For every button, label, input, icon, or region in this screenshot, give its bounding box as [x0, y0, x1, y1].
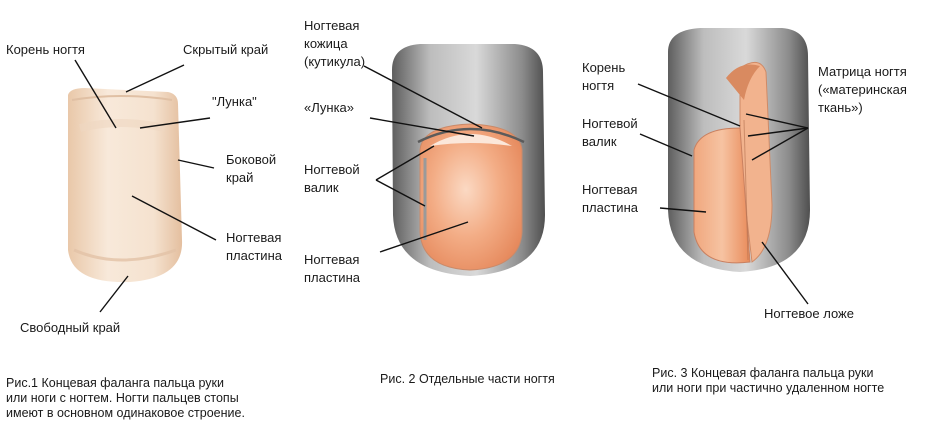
label-fig1-nail-plate-line2: пластина: [226, 248, 282, 263]
leader-fig1-nail-plate: [131, 195, 217, 241]
leader-fig3-nail-root: [637, 83, 741, 127]
figure1-finger: [68, 88, 183, 283]
label-fig2-nail-fold-line1: Ногтевой: [304, 162, 360, 177]
label-fig3-matrix-line3: ткань»): [818, 100, 863, 115]
leader-fig3-nail-fold: [639, 133, 693, 157]
leader-fig3-matrix-a: [745, 113, 809, 129]
label-fig1-nail-plate-line1: Ногтевая: [226, 230, 282, 245]
label-fig2-nail-plate-line2: пластина: [304, 270, 360, 285]
caption-fig1-line2: или ноги с ногтем. Ногти пальцев стопы: [6, 391, 239, 405]
leader-fig1-free-edge: [99, 275, 129, 313]
label-fig2-cuticle-line3: (кутикула): [304, 54, 366, 69]
leader-fig1-nail-root: [74, 59, 117, 129]
caption-fig2-line1: Рис. 2 Отдельные части ногтя: [380, 372, 555, 386]
label-fig1-nail-root: Корень ногтя: [6, 42, 85, 57]
figure3-finger: [668, 28, 810, 272]
label-fig3-nail-bed: Ногтевое ложе: [764, 306, 854, 321]
label-fig2-cuticle-line2: кожица: [304, 36, 348, 51]
label-fig3-nail-root-line1: Корень: [582, 60, 626, 75]
caption-fig3-line2: или ноги при частично удаленном ногте: [652, 381, 885, 395]
label-fig1-free-edge: Свободный край: [20, 320, 121, 335]
label-fig3-nail-plate-line1: Ногтевая: [582, 182, 638, 197]
leader-fig3-matrix-b: [747, 127, 809, 137]
label-fig3-matrix-line2: («материнская: [818, 82, 907, 97]
label-fig1-lunula: "Лунка": [212, 94, 257, 109]
leader-fig3-nail-plate: [659, 207, 707, 213]
leader-fig3-matrix-c: [751, 127, 809, 161]
leader-lines: [74, 59, 809, 313]
leader-fig1-side-edge: [177, 159, 215, 169]
label-fig2-nail-fold-line2: валик: [304, 180, 339, 195]
leader-fig2-nail-plate: [379, 221, 469, 253]
leader-fig1-hidden-edge: [125, 64, 185, 93]
leader-fig2-nail-fold-a: [375, 145, 435, 181]
caption-fig2: Рис. 2 Отдельные части ногтя: [380, 372, 555, 387]
caption-fig1-line1: Рис.1 Концевая фаланга пальца руки: [6, 376, 224, 390]
caption-fig1: Рис.1 Концевая фаланга пальца руки или н…: [6, 376, 245, 421]
label-fig1-side-edge-line1: Боковой: [226, 152, 277, 167]
leader-fig2-cuticle: [363, 65, 483, 129]
label-fig3-nail-plate-line2: пластина: [582, 200, 638, 215]
label-fig2-cuticle-line1: Ногтевая: [304, 18, 360, 33]
label-fig1-side-edge-line2: край: [226, 170, 254, 185]
caption-fig1-line3: имеют в основном одинаковое строение.: [6, 406, 245, 420]
caption-fig3-line1: Рис. 3 Концевая фаланга пальца руки: [652, 366, 874, 380]
label-fig3-nail-fold-line2: валик: [582, 134, 617, 149]
label-fig3-nail-fold-line1: Ногтевой: [582, 116, 638, 131]
leader-fig3-nail-bed: [761, 241, 809, 305]
label-fig1-hidden-edge: Скрытый край: [183, 42, 269, 57]
label-fig3-nail-root-line2: ногтя: [582, 78, 615, 93]
figure2-finger: [392, 44, 545, 276]
leader-fig2-lunula: [369, 117, 475, 137]
caption-fig3: Рис. 3 Концевая фаланга пальца руки или …: [652, 366, 884, 396]
label-fig3-matrix-line1: Матрица ногтя: [818, 64, 907, 79]
leader-fig2-nail-fold-b: [375, 179, 426, 207]
label-fig2-nail-plate-line1: Ногтевая: [304, 252, 360, 267]
leader-fig1-lunula: [139, 117, 211, 129]
label-fig2-lunula: «Лунка»: [304, 100, 355, 115]
